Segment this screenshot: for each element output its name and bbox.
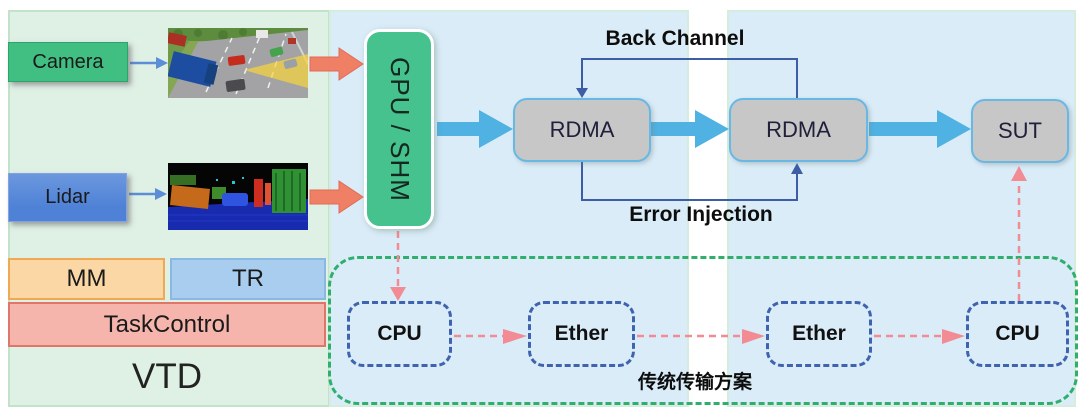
rdma-to-sut-arrow xyxy=(869,110,971,148)
lidar-label: Lidar xyxy=(45,186,90,208)
sut-label: SUT xyxy=(998,118,1042,143)
cpu-left-label: CPU xyxy=(377,322,422,345)
ether-right-block: Ether xyxy=(766,301,872,367)
ether-left-block: Ether xyxy=(528,301,635,367)
cpu-to-sut-dashed-arrow xyxy=(1011,166,1027,301)
tr-label: TR xyxy=(232,265,264,292)
tr-block: TR xyxy=(170,258,326,300)
lidar-pointcloud-image xyxy=(168,163,308,230)
camera-image-to-gpu-arrow xyxy=(309,47,364,81)
cpu-right-block: CPU xyxy=(966,301,1069,367)
task-control-block: TaskControl xyxy=(8,302,326,347)
camera-block: Camera xyxy=(8,42,128,82)
rdma-right-label: RDMA xyxy=(766,117,831,142)
error-injection-line xyxy=(581,162,803,201)
vtd-panel-title: VTD xyxy=(132,357,202,396)
mm-label: MM xyxy=(66,265,107,292)
traditional-transport-caption: 传统传输方案 xyxy=(638,372,753,393)
lidar-image-to-gpu-arrow xyxy=(309,180,364,214)
gpu-to-cpu-dashed-arrow xyxy=(390,231,406,301)
back-channel-label: Back Channel xyxy=(605,27,745,50)
error-injection-label: Error Injection xyxy=(629,203,773,226)
gpu-to-rdma-arrow xyxy=(437,110,513,148)
mm-block: MM xyxy=(8,258,165,300)
rdma-right-block: RDMA xyxy=(729,98,868,162)
gpu-shm-block: GPU / SHM xyxy=(364,29,434,229)
ether-right-label: Ether xyxy=(792,322,846,345)
camera-label: Camera xyxy=(32,50,104,73)
camera-feed-image xyxy=(168,28,308,98)
ether-left-label: Ether xyxy=(554,322,609,345)
rdma-to-rdma-arrow xyxy=(650,110,729,148)
gpu-shm-label: GPU / SHM xyxy=(384,56,415,202)
sut-block: SUT xyxy=(971,99,1069,163)
rdma-left-label: RDMA xyxy=(549,117,615,142)
traditional-transport-box xyxy=(328,256,1078,405)
lidar-block: Lidar xyxy=(8,173,127,222)
camera-to-image-arrow xyxy=(130,57,168,69)
task-control-label: TaskControl xyxy=(103,310,231,338)
rdma-left-block: RDMA xyxy=(513,98,651,162)
back-channel-line xyxy=(576,58,798,98)
ether-to-ether-dashed-arrow xyxy=(637,329,765,344)
cpu-to-ether-dashed-arrow xyxy=(454,329,527,344)
lidar-to-image-arrow xyxy=(129,188,167,200)
ether-to-cpu-dashed-arrow xyxy=(874,329,965,344)
cpu-left-block: CPU xyxy=(347,301,452,367)
cpu-right-label: CPU xyxy=(995,322,1040,345)
right-panel-background xyxy=(727,10,1076,407)
